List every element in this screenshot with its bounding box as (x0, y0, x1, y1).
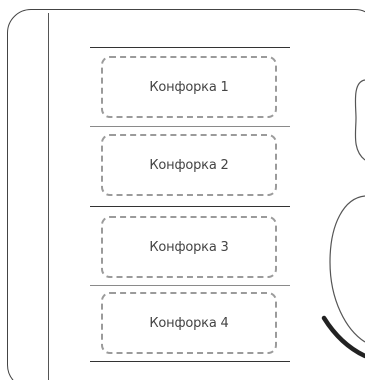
divider-line (90, 206, 290, 207)
burner-slot-4[interactable]: Конфорка 4 (101, 292, 277, 354)
pot-handle-arc (321, 315, 365, 359)
divider-line (90, 47, 290, 48)
side-rail-line (48, 13, 49, 380)
divider-line (90, 361, 290, 362)
burner-label-3: Конфорка 3 (149, 239, 229, 255)
burner-label-1: Конфорка 1 (149, 79, 229, 95)
burner-slot-1[interactable]: Конфорка 1 (101, 56, 277, 118)
device-outline (7, 9, 365, 380)
lower-burner-arc (329, 195, 365, 343)
burner-outline-icon (321, 79, 365, 359)
divider-line (90, 285, 290, 286)
upper-burner-arc (354, 79, 365, 161)
burner-label-2: Конфорка 2 (149, 157, 229, 173)
burner-slot-2[interactable]: Конфорка 2 (101, 134, 277, 196)
burner-slot-3[interactable]: Конфорка 3 (101, 216, 277, 278)
divider-line (90, 126, 290, 127)
burner-label-4: Конфорка 4 (149, 315, 229, 331)
